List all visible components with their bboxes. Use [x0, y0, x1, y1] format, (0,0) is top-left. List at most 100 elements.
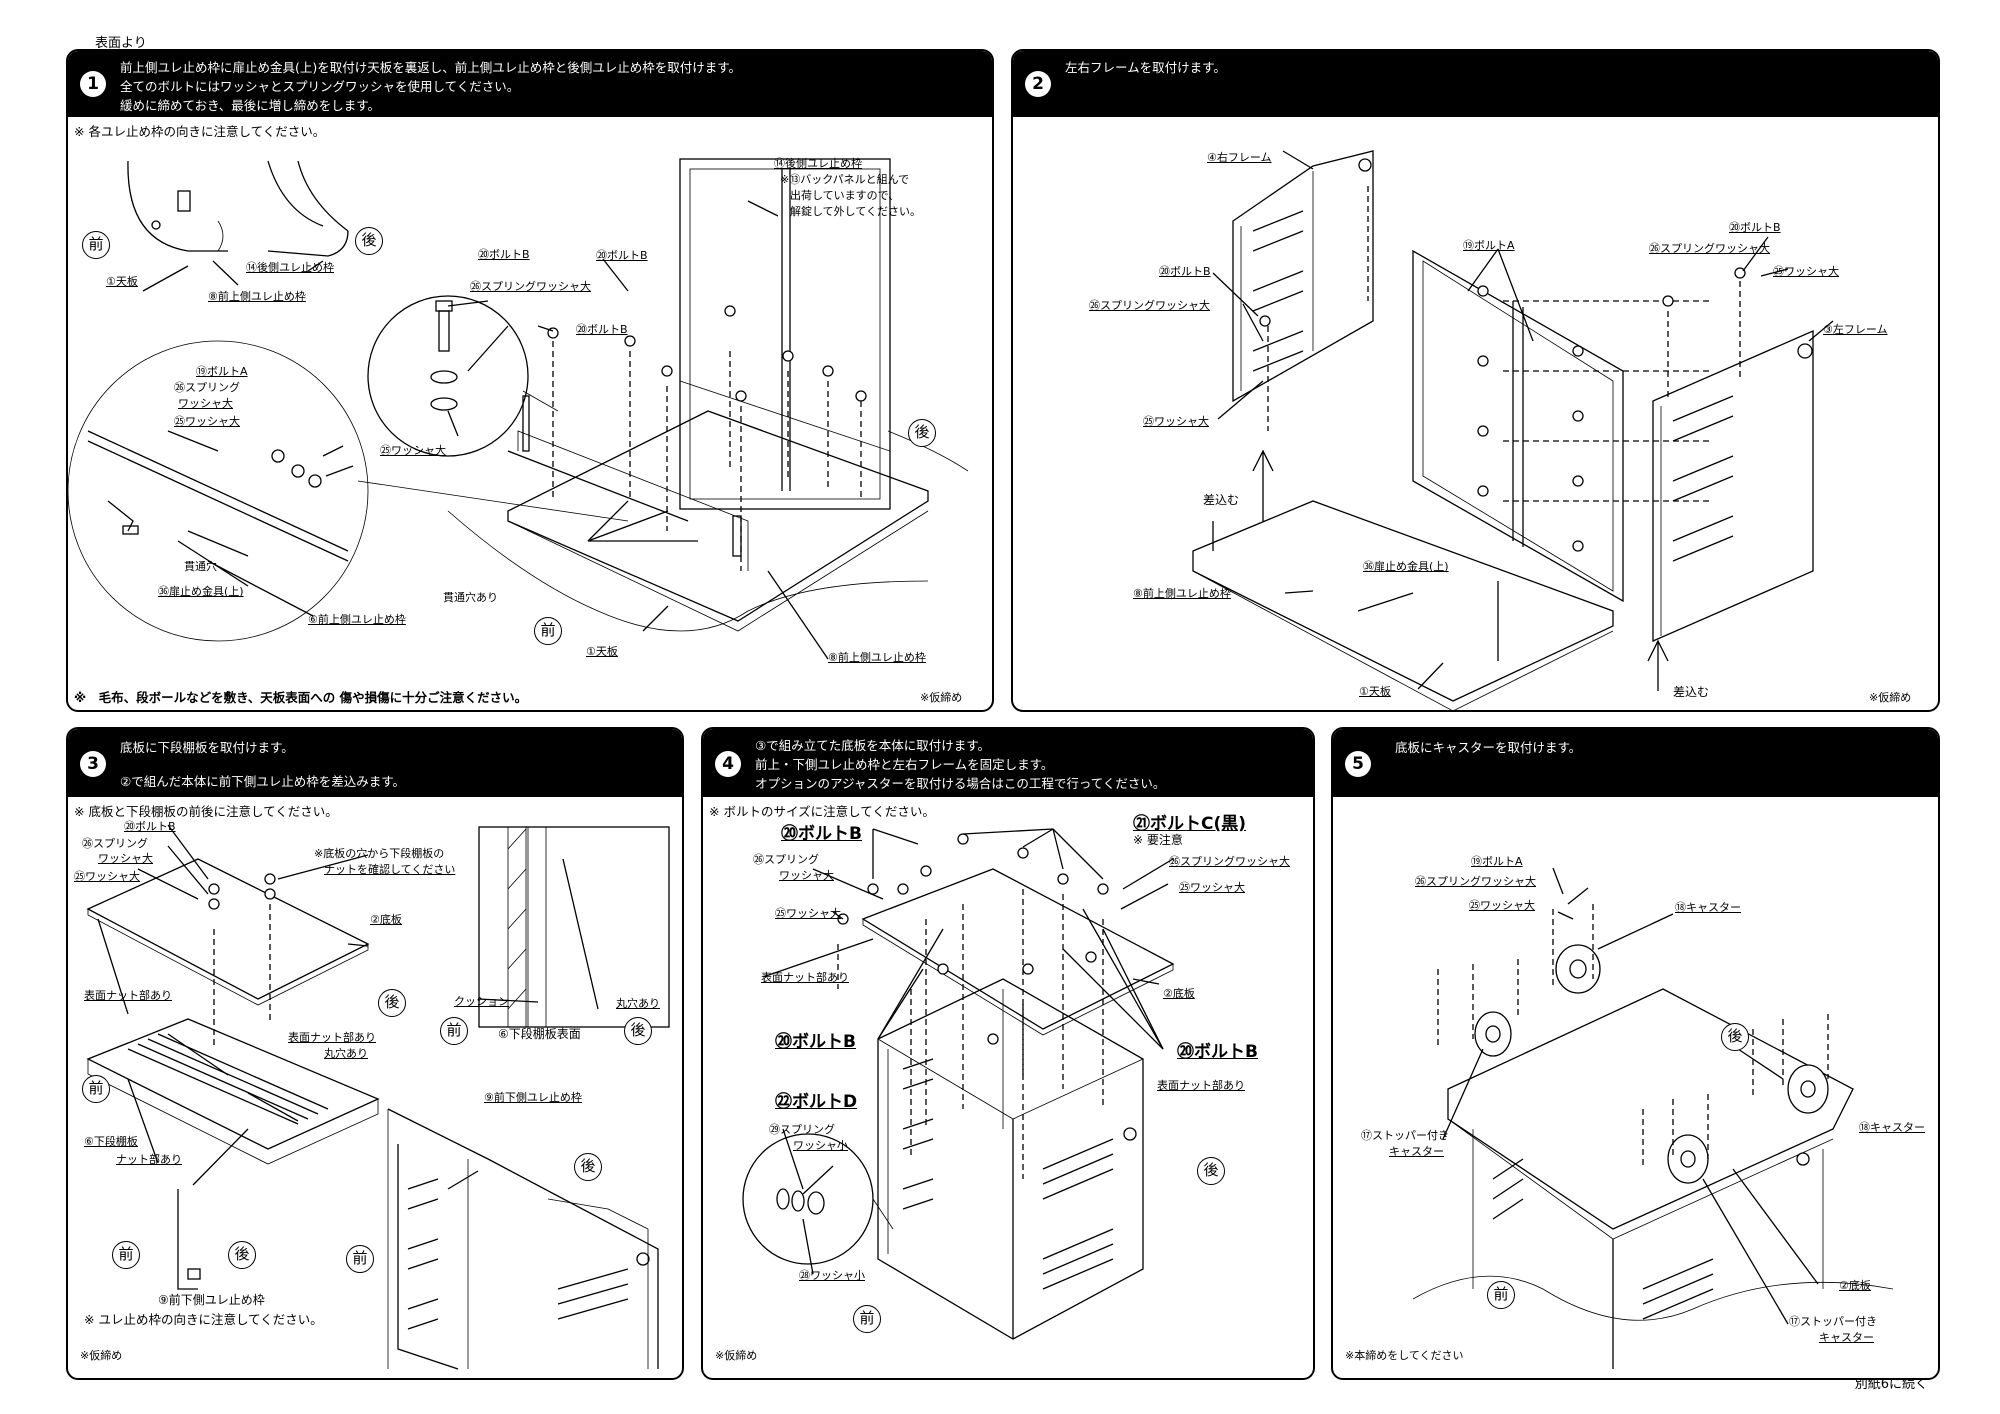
step4-label-washer: ㉕ワッシャ大	[775, 907, 841, 920]
step1-number: 1	[80, 71, 106, 97]
step4-label-surface-nut: 表面ナット部あり	[761, 971, 849, 984]
step4-line-2: 前上・下側ユレ止め枠と左右フレームを固定します。	[755, 757, 1054, 772]
step1-label-kantsu-ari: 貫通穴あり	[443, 591, 498, 604]
step1-line-1: 前上側ユレ止め枠に扉止め金具(上)を取付け天板を裏返し、前上側ユレ止め枠と後側ユ…	[120, 60, 742, 75]
step1-back-note-1: ※⑬バックパネルと組んで	[780, 173, 910, 186]
step3-orientation-note: ※ 底板と下段棚板の前後に注意してください。	[74, 804, 338, 819]
step3-label-washer: ㉕ワッシャ大	[74, 870, 140, 883]
step3-front-marker-1: 前	[82, 1075, 110, 1103]
step3-label-mae-shita-2: ⑨前下側ユレ止め枠	[158, 1293, 265, 1307]
step3-front-marker-3: 前	[112, 1241, 140, 1269]
step1-label-tobira: ㊱扉止め金具(上)	[158, 585, 244, 598]
step5-label-stopper-4: キャスター	[1819, 1331, 1874, 1344]
step2-diagram	[1192, 150, 1834, 710]
step3-label-shelf: ⑥下段棚板	[84, 1135, 138, 1148]
step2-number: 2	[1025, 71, 1051, 97]
step1-back-marker-1: 後	[355, 227, 383, 255]
step3-label-shelf-surface: ⑥下段棚板表面	[498, 1027, 581, 1041]
step3-nut-note-2: ナットを確認してください	[324, 863, 456, 876]
step1-orientation-note: ※ 各ユレ止め枠の向きに注意してください。	[74, 124, 326, 139]
step5-header: 5 底板にキャスターを取付けます。	[1333, 729, 1938, 797]
step5-label-spring: ㉖スプリングワッシャ大	[1415, 875, 1536, 888]
step4-front-marker: 前	[853, 1305, 881, 1333]
step3-nut-note-1: ※底板の穴から下段棚板の	[314, 847, 445, 860]
step2-label-spring2: ㉖スプリングワッシャ大	[1649, 242, 1770, 255]
step4-label-surface-nut-2: 表面ナット部あり	[1157, 1079, 1245, 1092]
step2-temp-note: ※仮締め	[1869, 691, 1912, 704]
step4-label-spring-s2: ワッシャ小	[793, 1139, 848, 1152]
step4-label-washer-2: ㉕ワッシャ大	[1179, 881, 1245, 894]
step3-label-mae-shita: ⑨前下側ユレ止め枠	[484, 1091, 582, 1104]
step3-label-round-hole: 丸穴あり	[324, 1047, 368, 1060]
step5-label-bottom-board: ②底板	[1839, 1279, 1871, 1292]
step4-label-caution: ※ 要注意	[1133, 833, 1183, 847]
step2-label-insert-2: 差込む	[1673, 685, 1710, 699]
step3-label-nut-part: ナット部あり	[116, 1153, 182, 1166]
step4-bolt-size-note: ※ ボルトのサイズに注意してください。	[709, 804, 935, 819]
step4-diagram	[742, 828, 1175, 1340]
step1-label-kantsu: 貫通穴	[184, 560, 217, 573]
step3-back-marker-3: 後	[574, 1153, 602, 1181]
step3-label-spring-1: ㉖スプリング	[82, 837, 148, 850]
step5-line-1: 底板にキャスターを取付けます。	[1395, 740, 1582, 755]
step5-label-caster-2: ⑱キャスター	[1859, 1121, 1925, 1134]
step4-label-spring-1: ㉖スプリング	[753, 853, 819, 866]
step5-label-bolt-a: ⑲ボルトA	[1471, 855, 1523, 868]
step5-number: 5	[1345, 751, 1371, 777]
step3-label-bottom-board: ②底板	[370, 913, 402, 926]
step1-label-mae-ue: ⑧前上側ユレ止め枠	[208, 290, 306, 303]
step2-label-bolt-b: ⑳ボルトB	[1159, 265, 1211, 278]
step1-line-3: 緩めに締めておき、最後に増し締めをします。	[120, 98, 381, 113]
step1-bottom-caution: ※ 毛布、段ボールなどを敷き、天板表面への 傷や損傷に十分ご注意ください。	[74, 690, 528, 705]
continued-note: 別紙6に続く	[1854, 1377, 1928, 1392]
step3-temp-note: ※仮締め	[80, 1349, 123, 1362]
step5-back-marker: 後	[1721, 1023, 1749, 1051]
step4-line-1: ③で組み立てた底板を本体に取付けます。	[755, 738, 990, 753]
step2-label-washer2: ㉕ワッシャ大	[1773, 265, 1839, 278]
step2-label-bolt-a: ⑲ボルトA	[1463, 239, 1515, 252]
step1-label-spring-a1: ㉖スプリング	[174, 381, 240, 394]
step4-header: 4 ③で組み立てた底板を本体に取付けます。 前上・下側ユレ止め枠と左右フレームを…	[703, 729, 1313, 797]
step3-diagram	[86, 824, 670, 1370]
step1-label-bolt-b3: ⑳ボルトB	[576, 323, 628, 336]
step3-label-surface-nut: 表面ナット部あり	[84, 989, 172, 1002]
step1-label-washer-large: ㉕ワッシャ大	[380, 444, 446, 457]
step5-panel: 5 底板にキャスターを取付けます。	[1331, 727, 1940, 1380]
step1-label-tenban: ①天板	[106, 275, 138, 288]
step5-front-marker: 前	[1487, 1281, 1515, 1309]
top-label: 表面より	[95, 36, 147, 51]
step1-label-bolt-b2: ⑳ボルトB	[596, 249, 648, 262]
step4-label-bolt-b-big-1: ⑳ボルトB	[781, 824, 862, 844]
step5-temp-note: ※本締めをしてください	[1345, 1349, 1464, 1362]
step4-label-spring-2: ワッシャ大	[779, 869, 834, 882]
step1-line-2: 全てのボルトにはワッシャとスプリングワッシャを使用してください。	[120, 79, 520, 94]
step2-label-bolt-b2: ⑳ボルトB	[1729, 221, 1781, 234]
step1-label-spring-a2: ワッシャ大	[178, 397, 233, 410]
step5-diagram	[1412, 867, 1894, 1369]
step5-label-stopper-2: キャスター	[1389, 1145, 1444, 1158]
step5-label-washer: ㉕ワッシャ大	[1469, 899, 1535, 912]
step2-header: 2 左右フレームを取付けます。	[1013, 51, 1938, 117]
step3-number: 3	[80, 751, 106, 777]
step3-line-2: ②で組んだ本体に前下側ユレ止め枠を差込みます。	[120, 774, 405, 789]
step3-label-surface-nut-2: 表面ナット部あり	[288, 1031, 376, 1044]
step3-back-marker-2: 後	[624, 1017, 652, 1045]
step1-label-mae-ue-3: ⑧前上側ユレ止め枠	[828, 651, 926, 664]
step1-label-tenban-2: ①天板	[586, 645, 618, 658]
step1-back-note-2: 出荷していますので、	[790, 189, 900, 202]
step1-label-mae-ue-2: ⑥前上側ユレ止め枠	[308, 613, 406, 626]
step1-label-washer-a: ㉕ワッシャ大	[174, 415, 240, 428]
step4-label-bottom-board: ②底板	[1163, 987, 1195, 1000]
step3-header: 3 底板に下段棚板を取付けます。 ②で組んだ本体に前下側ユレ止め枠を差込みます。	[68, 729, 682, 797]
step4-label-bolt-b-big-3: ⑳ボルトB	[1177, 1042, 1258, 1062]
step3-back-marker-4: 後	[228, 1241, 256, 1269]
step3-mae-shita-note: ※ ユレ止め枠の向きに注意してください。	[84, 1312, 323, 1327]
step1-front-marker-2: 前	[534, 617, 562, 645]
step5-label-stopper-1: ⑰ストッパー付き	[1361, 1129, 1449, 1142]
step4-label-bolt-c: ㉑ボルトC(黒)	[1133, 814, 1247, 834]
step3-label-cushion: クッション	[454, 995, 509, 1008]
step3-label-round-hole-2: 丸穴あり	[616, 997, 660, 1010]
step4-label-washer-s: ㉘ワッシャ小	[799, 1269, 865, 1282]
step2-line-1: 左右フレームを取付けます。	[1065, 60, 1226, 75]
step2-label-spring: ㉖スプリングワッシャ大	[1089, 299, 1210, 312]
